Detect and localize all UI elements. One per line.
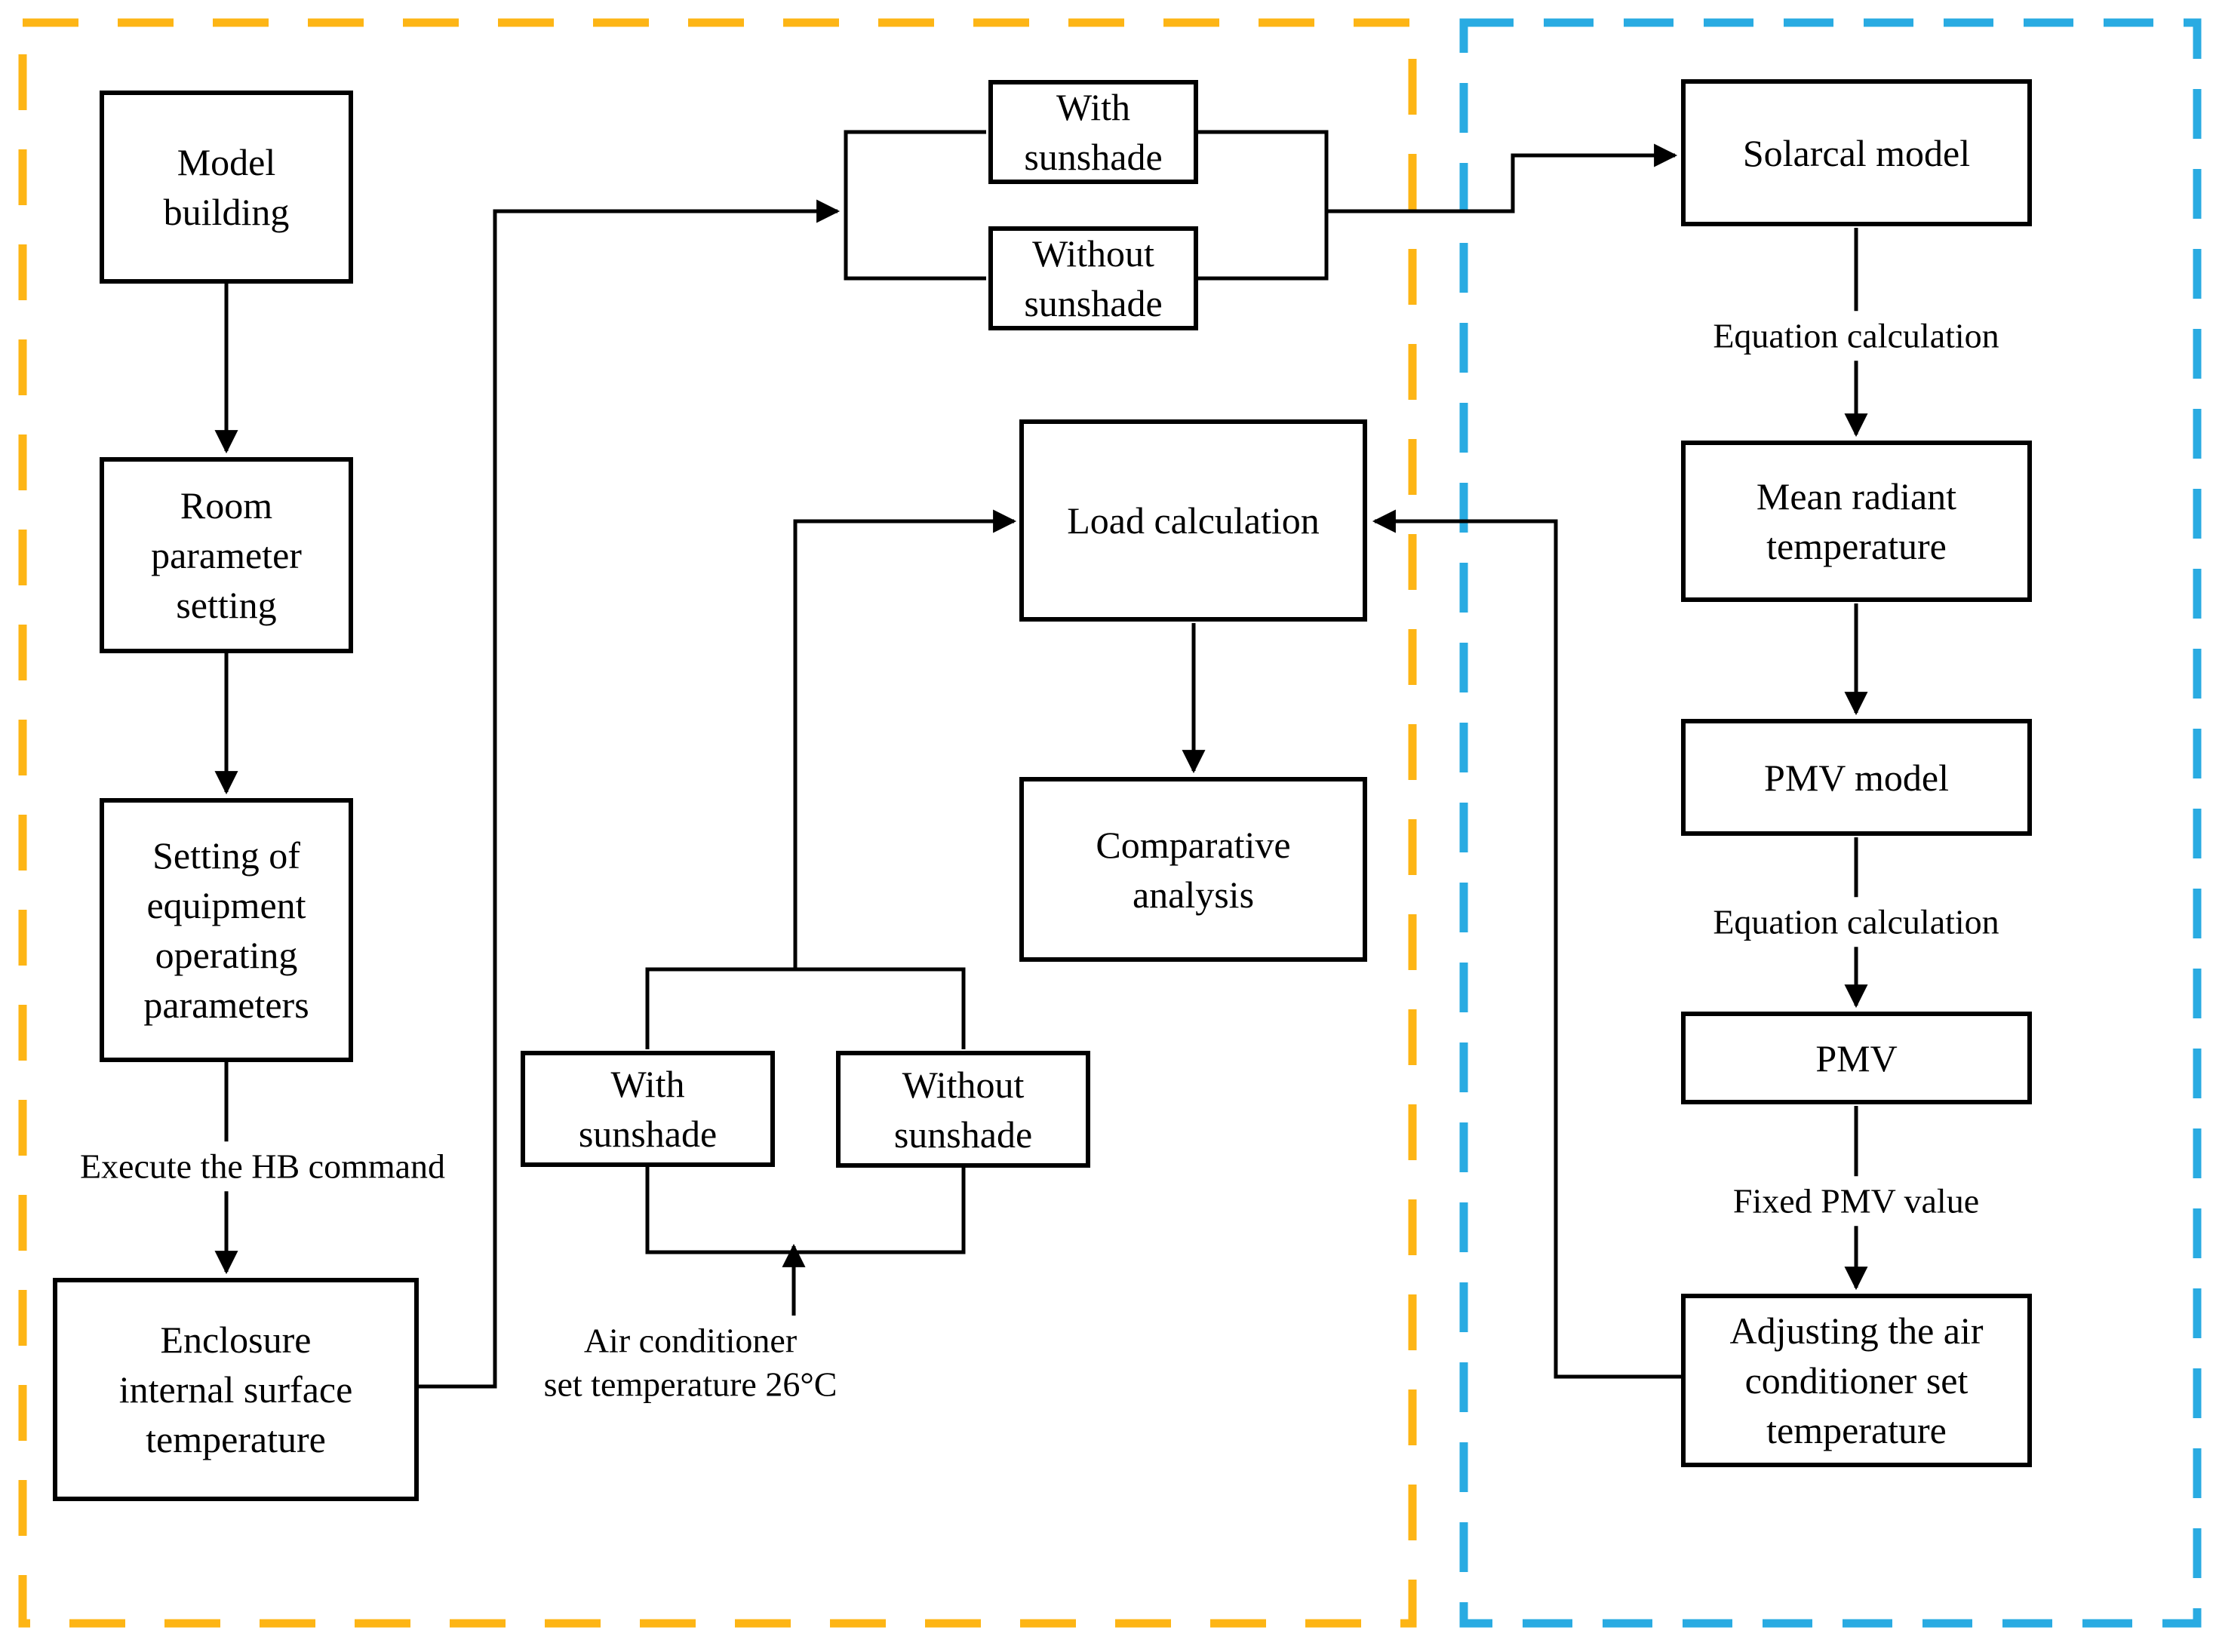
node-label: With sunshade [1024,86,1163,178]
node-label: Setting of equipment operating parameter… [143,834,309,1026]
node-label: Comparative analysis [1096,823,1291,916]
node-with-sunshade-top: With sunshade [988,80,1198,184]
node-with-sunshade-bottom: With sunshade [521,1051,775,1167]
node-equipment-operating-parameters: Setting of equipment operating parameter… [100,798,353,1062]
node-pmv-model: PMV model [1681,719,2032,836]
bracket-bottom-group-bottom [645,1165,966,1254]
node-room-parameter-setting: Room parameter setting [100,457,353,653]
label-fixed-pmv-value: Fixed PMV value [1722,1176,1990,1226]
node-comparative-analysis: Comparative analysis [1019,777,1367,962]
node-label: Solarcal model [1742,131,1971,174]
node-label: Without sunshade [893,1063,1033,1156]
node-label: Mean radiant temperature [1756,475,1957,567]
bracket-bottom-group-top [645,967,966,1049]
node-label: Adjusting the air conditioner set temper… [1729,1310,1984,1451]
label-air-conditioner-set-temperature: Air conditioner set temperature 26°C [533,1316,848,1409]
node-label: Room parameter setting [151,484,302,626]
blue-dashed-region [1459,18,2202,1628]
node-enclosure-internal-surface-temperature: Enclosure internal surface temperature [53,1278,419,1501]
connector-adjusting-to-loadcalc [1372,509,1683,1379]
bracket-top-left [844,130,986,281]
node-solarcal-model: Solarcal model [1681,79,2032,226]
yellow-dashed-region [18,18,1417,1628]
connector-bottomgroup-to-loadcalc [793,509,1017,969]
node-label: Without sunshade [1024,232,1163,324]
node-label: PMV model [1764,756,1949,799]
node-label: With sunshade [578,1063,718,1155]
node-mean-radiant-temperature: Mean radiant temperature [1681,441,2032,602]
node-without-sunshade-bottom: Without sunshade [836,1051,1090,1168]
node-label: Model building [163,141,290,233]
node-label: Load calculation [1067,499,1320,542]
node-adjusting-air-conditioner: Adjusting the air conditioner set temper… [1681,1294,2032,1467]
node-model-building: Model building [100,91,353,284]
connector-enclosure-to-sunshade-bracket [416,199,841,1389]
node-label: PMV [1815,1036,1898,1079]
label-equation-calculation-1: Equation calculation [1702,311,2010,361]
node-without-sunshade-top: Without sunshade [988,226,1198,330]
node-label: Enclosure internal surface temperature [118,1319,353,1460]
connector-sunshade-to-solarcal [1326,143,1678,213]
label-execute-hb-command: Execute the HB command [69,1141,456,1191]
node-pmv: PMV [1681,1012,2032,1104]
label-equation-calculation-2: Equation calculation [1702,897,2010,947]
bracket-top-right [1197,130,1329,281]
node-load-calculation: Load calculation [1019,419,1367,622]
